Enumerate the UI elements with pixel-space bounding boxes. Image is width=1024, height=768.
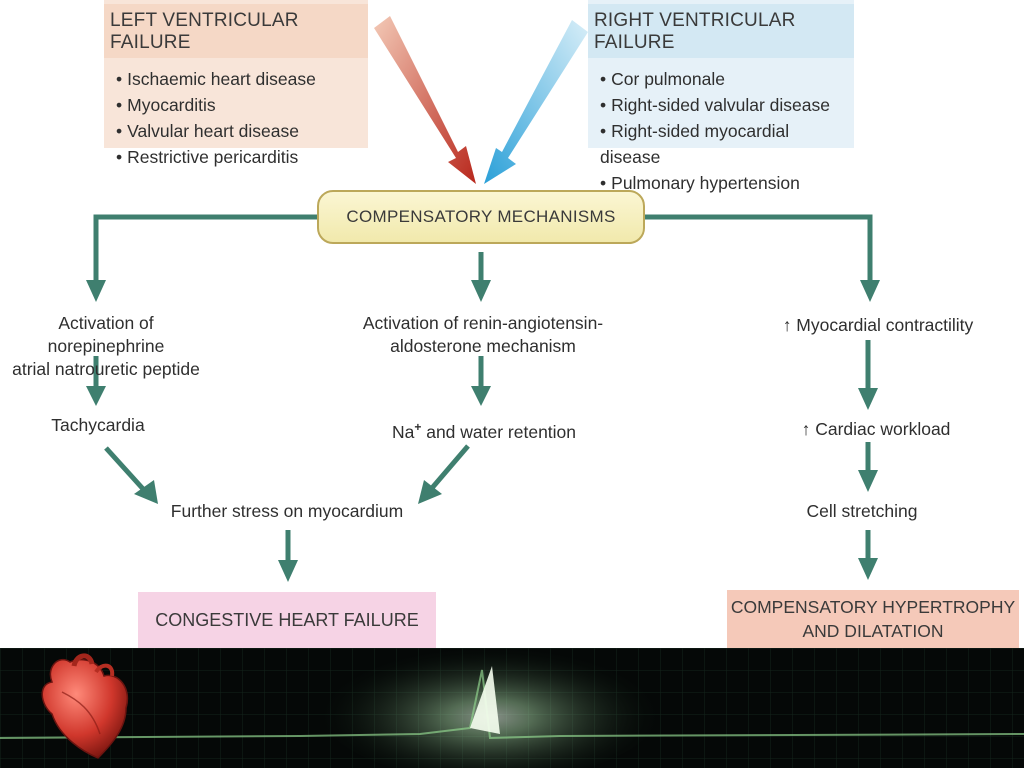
right-failure-title: RIGHT VENTRICULAR FAILURE [588,4,854,58]
arrow-head-icon [471,386,491,406]
list-item: Myocarditis [116,92,368,118]
list-item: Cor pulmonale [600,66,854,92]
arrow-heads [86,280,880,582]
hypertrophy-line: AND DILATATION [802,621,944,641]
sodium-charge: + [414,420,422,434]
connector-lines [93,214,873,562]
list-item: Right-sided myocardial disease [600,118,854,170]
left-ventricular-failure-box: LEFT VENTRICULAR FAILURE Ischaemic heart… [104,0,368,167]
arrow-head-icon [418,480,442,504]
flow-arrows [86,16,880,582]
list-item: Restrictive pericarditis [116,144,368,170]
tachycardia-node: Tachycardia [51,415,145,435]
list-item: Ischaemic heart disease [116,66,368,92]
sodium-symbol: Na [391,421,415,442]
myocardial-contractility-node: ↑ Myocardial contractility [778,314,978,337]
arrow-head-icon [86,386,106,406]
arrow-head-icon [86,280,106,302]
arrow-head-icon [858,388,878,410]
ecg-wave-icon [0,648,1024,768]
arrow-head-icon [858,558,878,580]
congestive-heart-failure-box: CONGESTIVE HEART FAILURE [138,592,436,648]
heart-icon [41,653,129,759]
contractility-text: Myocardial contractility [791,315,974,335]
list-item: Valvular heart disease [116,118,368,144]
node-line: atrial natrouretic peptide [12,359,200,379]
list-item: Pulmonary hypertension [600,170,854,196]
further-stress-node: Further stress on myocardium [170,501,404,521]
cardiac-workload-node: ↑ Cardiac workload [798,418,954,441]
list-item: Right-sided valvular disease [600,92,854,118]
cell-stretching-node: Cell stretching [806,501,918,521]
arrow-head-icon [471,280,491,302]
node-line: Activation of norepinephrine [47,313,165,356]
up-arrow-icon: ↑ [782,315,792,335]
arrow-head-icon [134,480,158,504]
compensatory-hypertrophy-box: COMPENSATORY HYPERTROPHY AND DILATATION [727,590,1019,648]
norepinephrine-activation-node: Activation of norepinephrine atrial natr… [0,312,212,381]
arrow-head-icon [858,470,878,492]
blue-arrow-icon [484,20,588,184]
node-line: Activation of renin-angiotensin- [362,313,604,333]
workload-text: Cardiac workload [810,419,951,439]
sodium-water-retention-node: Na+ and water retention [384,416,584,444]
left-failure-title: LEFT VENTRICULAR FAILURE [104,4,368,58]
left-failure-list: Ischaemic heart disease Myocarditis Valv… [104,66,368,170]
ecg-banner [0,648,1024,768]
right-ventricular-failure-box: RIGHT VENTRICULAR FAILURE Cor pulmonale … [588,0,854,193]
arrow-head-icon [278,560,298,582]
red-arrow-icon [374,16,476,184]
arrow-head-icon [860,280,880,302]
compensatory-mechanisms-box: COMPENSATORY MECHANISMS [317,190,645,244]
node-line: aldosterone mechanism [390,336,576,356]
right-failure-list: Cor pulmonale Right-sided valvular disea… [588,66,854,196]
hypertrophy-line: COMPENSATORY HYPERTROPHY [730,597,1016,617]
up-arrow-icon: ↑ [801,419,811,439]
retention-text: and water retention [421,421,577,442]
raas-activation-node: Activation of renin-angiotensin- aldoste… [356,312,610,358]
